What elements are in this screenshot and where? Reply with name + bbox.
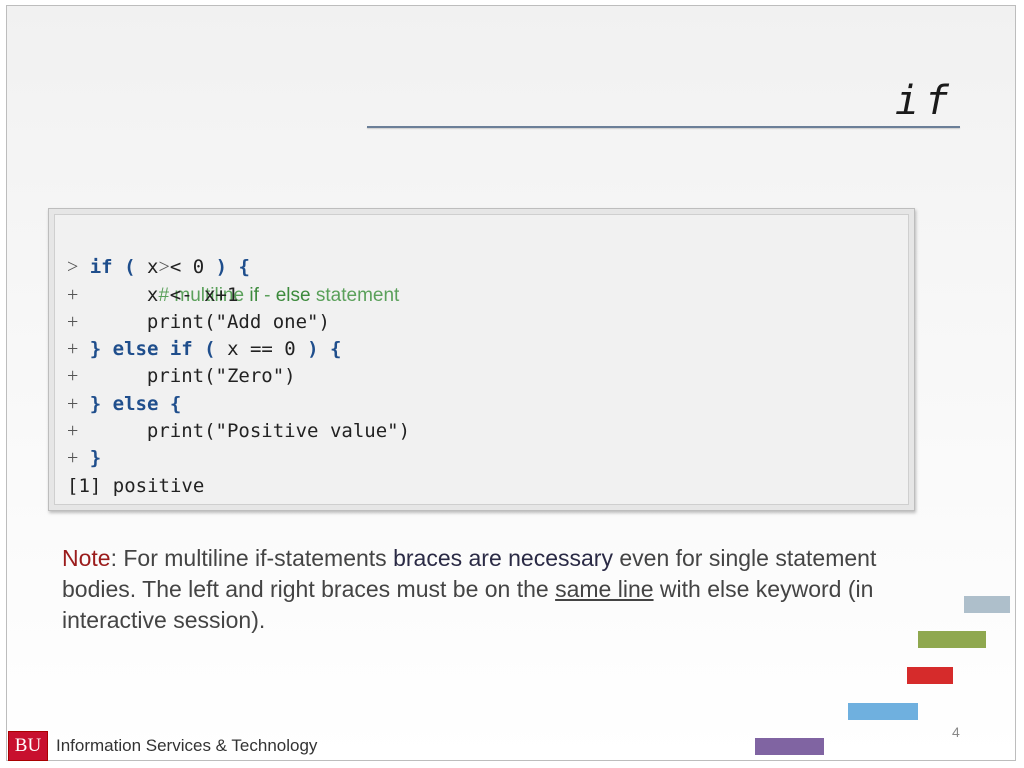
comment-keyword: if: [249, 284, 259, 306]
console-prompt: +: [67, 392, 79, 415]
footer: BU Information Services & Technology: [8, 731, 317, 761]
note-text: even for single statement bodies. The le…: [62, 545, 877, 602]
console-prompt: +: [67, 338, 79, 361]
code-block-inner: > # multiline if - else statement > if (…: [54, 214, 909, 505]
title-underline: [367, 126, 960, 128]
note-colon: :: [110, 545, 117, 571]
bu-logo: BU: [8, 731, 48, 761]
code-text: print("Add one"): [78, 310, 330, 333]
comment: # multiline if - else statement: [159, 285, 400, 306]
comment-text: statement: [310, 284, 400, 306]
code-block: > # multiline if - else statement > if (…: [48, 208, 915, 511]
code-text: x <- x+1: [78, 283, 239, 306]
console-output: [1] positive: [67, 474, 205, 497]
keyword-if: if: [89, 256, 113, 279]
note-label: Note: [62, 545, 111, 571]
console-prompt: >: [67, 256, 79, 279]
page-number: 4: [952, 724, 960, 740]
note-paragraph: Note: For multiline if-statements braces…: [62, 543, 942, 636]
close-brace: }: [89, 338, 102, 361]
code-line: > # multiline if - else statement: [67, 227, 410, 305]
console-prompt: +: [67, 283, 79, 306]
decorative-bar-purple: [755, 738, 824, 755]
footer-org-name: Information Services & Technology: [56, 736, 318, 755]
code-line: + print("Add one"): [67, 309, 410, 336]
code-line: + }: [67, 445, 410, 472]
code-line: + print("Positive value"): [67, 418, 410, 445]
code-text: print("Zero"): [78, 365, 296, 388]
console-prompt: +: [67, 420, 79, 443]
console-prompt: +: [67, 365, 79, 388]
console-prompt: +: [67, 310, 79, 333]
note-text: For multiline if-statements: [116, 545, 394, 571]
comment-text: # multiline: [158, 284, 250, 306]
slide-title: if: [894, 78, 955, 124]
close-brace: }: [89, 447, 102, 470]
comment-keyword: else: [275, 284, 311, 306]
condition: x < 0: [135, 256, 216, 279]
code-line: > if ( x < 0 ) {: [67, 254, 410, 281]
decorative-bar-olive: [918, 631, 986, 648]
open-paren: (: [204, 338, 216, 361]
keyword-else-if: else if: [112, 338, 193, 361]
open-brace: {: [238, 256, 250, 279]
close-brace: }: [89, 392, 102, 415]
code-line: + } else {: [67, 391, 410, 418]
decorative-bar-steel: [964, 596, 1010, 613]
code-line: + } else if ( x == 0 ) {: [67, 336, 410, 363]
keyword-else: else: [112, 392, 159, 415]
console-prompt: >: [158, 256, 170, 279]
code-listing: > # multiline if - else statement > if (…: [67, 227, 410, 500]
note-underlined: same line: [555, 576, 654, 602]
console-prompt: +: [67, 447, 79, 470]
close-paren: ): [307, 338, 319, 361]
open-paren: (: [124, 256, 136, 279]
decorative-bar-red: [907, 667, 953, 684]
code-text: print("Positive value"): [78, 420, 411, 443]
close-paren: ): [215, 256, 228, 279]
condition: x == 0: [215, 338, 308, 361]
note-text: with else keyword (in interactive sessio…: [62, 576, 874, 633]
note-emphasis: braces are necessary: [393, 545, 613, 571]
code-line: + x <- x+1: [67, 282, 410, 309]
comment-text: -: [258, 284, 276, 306]
open-brace: {: [330, 338, 342, 361]
decorative-bar-sky: [848, 703, 918, 720]
code-line: [1] positive: [67, 473, 410, 500]
code-line: + print("Zero"): [67, 363, 410, 390]
open-brace: {: [169, 392, 182, 415]
